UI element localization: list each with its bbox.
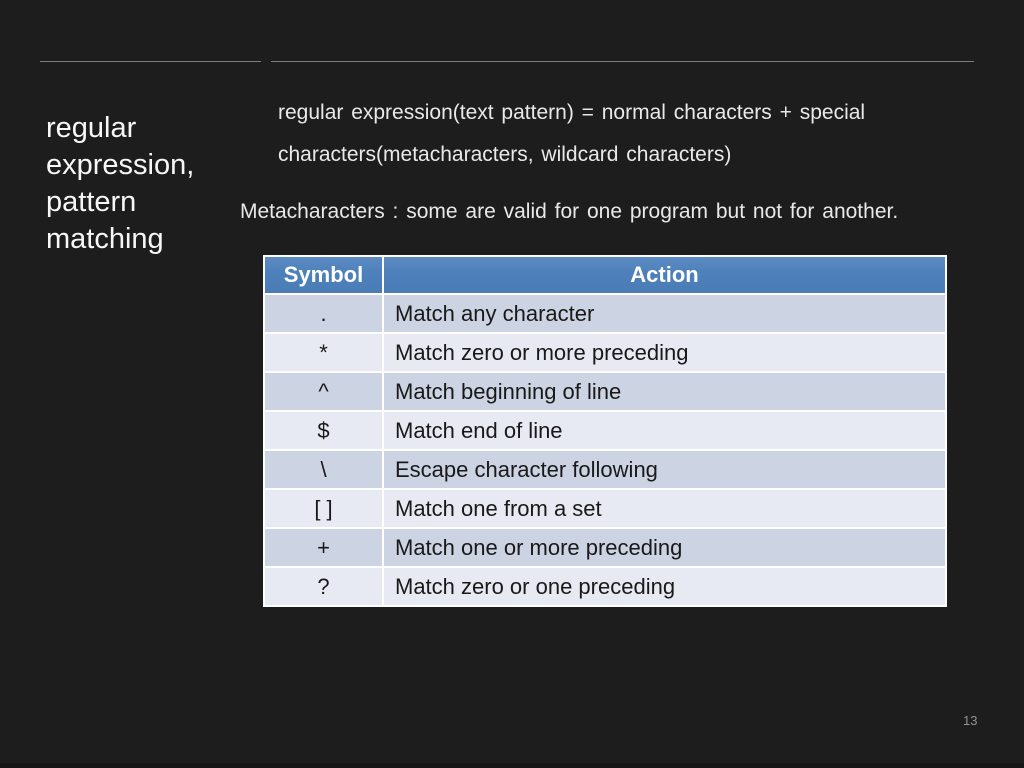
symbol-cell: $ <box>263 410 384 451</box>
intro-line-1: regular expression(text pattern) = norma… <box>278 101 866 124</box>
intro-paragraph: regular expression(text pattern) = norma… <box>278 92 958 176</box>
symbol-table-container: Symbol Action . Match any character * Ma… <box>263 255 947 607</box>
symbol-cell: . <box>263 293 384 334</box>
action-cell: Match zero or more preceding <box>382 332 947 373</box>
slide-title-line: matching <box>46 223 164 255</box>
intro-line-2: characters(metacharacters, wildcard char… <box>278 143 732 166</box>
action-cell: Match zero or one preceding <box>382 566 947 607</box>
action-cell: Match any character <box>382 293 947 334</box>
column-header-action: Action <box>382 255 947 295</box>
slide-title-line: pattern <box>46 186 137 218</box>
header-divider-right <box>271 61 974 62</box>
table-row: . Match any character <box>263 293 947 334</box>
table-row: $ Match end of line <box>263 410 947 451</box>
symbol-cell: + <box>263 527 384 568</box>
action-cell: Match one from a set <box>382 488 947 529</box>
symbol-cell: [ ] <box>263 488 384 529</box>
table-row: ? Match zero or one preceding <box>263 566 947 607</box>
table-header-row: Symbol Action <box>263 255 947 295</box>
header-divider-left <box>40 61 261 62</box>
action-cell: Match beginning of line <box>382 371 947 412</box>
symbol-table: Symbol Action . Match any character * Ma… <box>263 255 947 607</box>
table-row: * Match zero or more preceding <box>263 332 947 373</box>
table-row: \ Escape character following <box>263 449 947 490</box>
bottom-edge-strip <box>0 763 1024 768</box>
slide-title-line: regular <box>46 112 137 144</box>
slide-title-line: expression, <box>46 149 195 181</box>
column-header-symbol: Symbol <box>263 255 384 295</box>
action-cell: Match end of line <box>382 410 947 451</box>
table-row: + Match one or more preceding <box>263 527 947 568</box>
symbol-cell: * <box>263 332 384 373</box>
symbol-cell: ? <box>263 566 384 607</box>
slide-title: regular expression, pattern matching <box>46 110 246 258</box>
table-row: ^ Match beginning of line <box>263 371 947 412</box>
action-cell: Match one or more preceding <box>382 527 947 568</box>
action-cell: Escape character following <box>382 449 947 490</box>
table-row: [ ] Match one from a set <box>263 488 947 529</box>
metacharacters-note: Metacharacters : some are valid for one … <box>240 200 899 223</box>
symbol-cell: \ <box>263 449 384 490</box>
page-number: 13 <box>963 713 978 728</box>
symbol-cell: ^ <box>263 371 384 412</box>
